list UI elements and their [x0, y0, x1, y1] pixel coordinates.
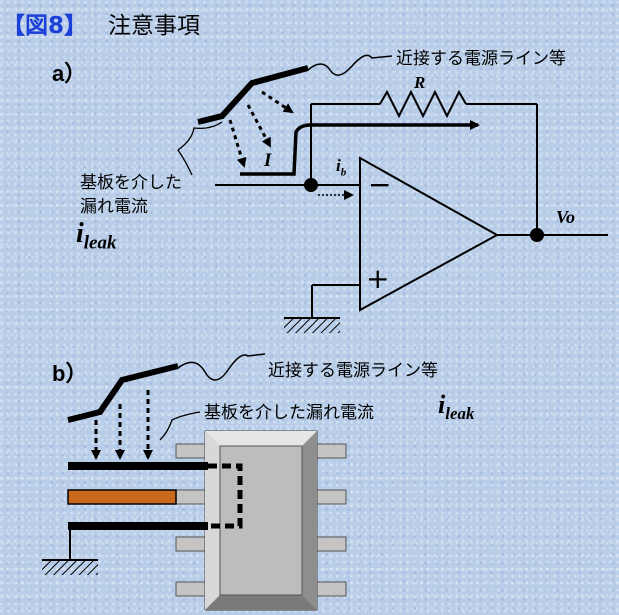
trace-top — [68, 462, 208, 470]
section-a-label: a） — [52, 61, 87, 86]
callout-squiggle-a — [307, 54, 393, 76]
i-leak-label-b: ileak — [438, 390, 475, 424]
copper-trace — [67, 489, 177, 505]
power-line-b — [67, 363, 179, 423]
internal-leak-path — [208, 463, 243, 529]
current-label: I — [264, 150, 272, 171]
op-amp — [359, 156, 500, 312]
leak-arrows-a — [228, 90, 294, 168]
leak-callout-b — [159, 411, 201, 441]
resistor-r — [379, 89, 467, 119]
inverting-input-sign: − — [368, 168, 392, 201]
current-path-a — [240, 120, 480, 176]
resistor-label: R — [414, 73, 426, 92]
output-label: Vo — [556, 207, 576, 227]
i-leak-label-a: ileak — [76, 218, 117, 254]
power-line-label-b: 近接する電源ライン等 — [268, 361, 438, 381]
ground-symbol-b — [42, 561, 98, 575]
callout-squiggle-b — [177, 353, 266, 381]
leak-callout-a — [177, 121, 223, 176]
bias-current-label: ib — [336, 156, 347, 179]
ground-symbol-a — [284, 319, 340, 333]
power-line-a — [197, 65, 309, 125]
output-node — [530, 228, 544, 242]
power-line-label-a: 近接する電源ライン等 — [396, 49, 566, 69]
trace-bottom — [68, 522, 208, 530]
ic-chip — [204, 430, 318, 611]
leak-label-line2: 漏れ電流 — [80, 197, 148, 217]
figure-number: 【図8】 — [2, 13, 88, 39]
leak-label-line1: 基板を介した — [80, 173, 182, 193]
non-inverting-input-sign: + — [366, 262, 390, 295]
page-title: 注意事項 — [108, 13, 200, 39]
leak-label-b: 基板を介した漏れ電流 — [204, 403, 374, 423]
leak-arrows-b — [91, 390, 153, 460]
section-b-label: b） — [52, 361, 88, 386]
